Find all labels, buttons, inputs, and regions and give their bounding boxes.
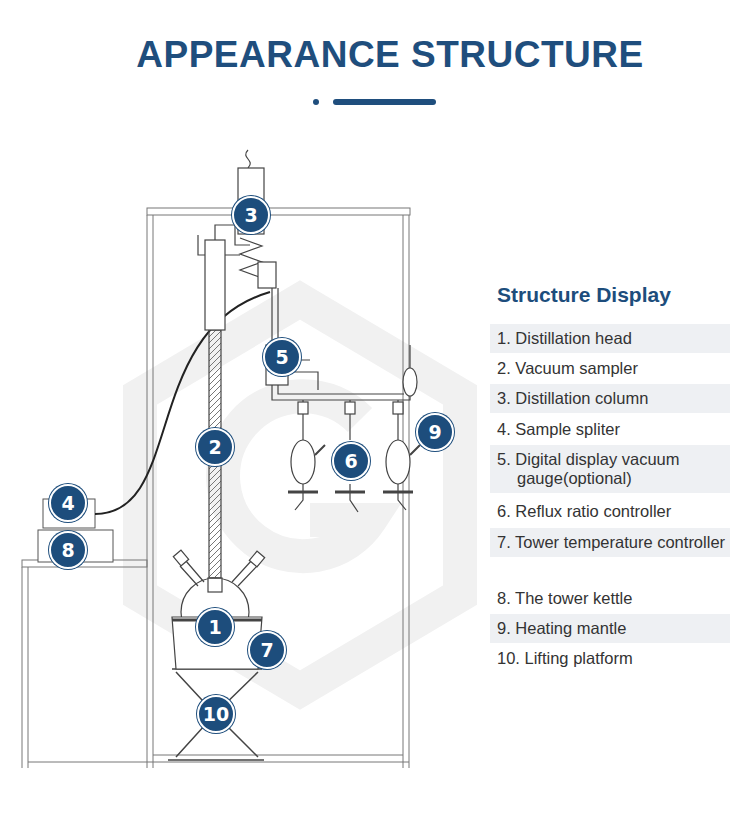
callout-number: 8 [49,531,87,569]
callout-number: 2 [196,428,234,466]
list-item: 3. Distillation column [490,384,730,413]
list-item: 2. Vacuum sampler [490,354,730,383]
callout-text: 2 [208,436,221,458]
callout-text: 3 [244,204,257,226]
receiver-cap [298,402,308,414]
thermometer-wire [246,150,251,168]
watermark-letter [223,396,370,556]
list-item: 8. The tower kettle [490,584,730,613]
receiver-cap [393,402,403,414]
lifting-platform-drawing [168,669,264,760]
watermark-logo [140,300,460,690]
callout-text: 6 [344,450,357,472]
scissor-lift [168,669,264,760]
callout-number: 7 [248,631,286,669]
callout-text: 8 [61,539,74,561]
frame-posts [147,215,409,768]
decor-bar [333,99,436,105]
head-drawing [238,150,417,400]
control-cable [95,292,270,514]
gauge-bulb [403,368,417,396]
callout-text: 9 [428,421,441,443]
list-item: 5. Digital display vacuum gauge(optional… [490,445,730,493]
decor-dot [313,99,319,105]
page-title: APPEARANCE STRUCTURE [90,34,690,76]
receiver-bulb [291,440,315,484]
receiver-bulb [386,440,410,484]
list-item: 4. Sample spliter [490,415,730,444]
title-decoration [313,99,436,105]
callout-number: 10 [197,695,235,733]
flask-stopper [173,550,188,566]
callout-text: 1 [208,616,221,638]
list-heading: Structure Display [497,283,671,307]
column-side-tubes [198,235,240,255]
callout-text: 7 [260,639,273,661]
callout-text: 10 [203,703,229,725]
receiver-cap [345,402,355,414]
column-joint [208,578,222,592]
column-jacket [205,240,225,330]
support-frame [22,208,410,768]
packed-column [209,330,221,578]
watermark-hexagon [140,300,460,690]
list-item: 7. Tower temperature controller [490,528,730,557]
list-item: 9. Heating mantle [490,614,730,643]
list-item: 6. Reflux ratio controller [490,497,730,526]
callout-number: 5 [263,338,301,376]
callout-number: 1 [196,608,234,646]
flask-stopper [249,551,264,567]
callout-number: 6 [332,442,370,480]
receiver-necks [303,400,398,440]
callout-number: 4 [49,484,87,522]
receiver-stopcocks [288,491,413,494]
callout-text: 4 [61,492,74,514]
callout-number: 3 [232,196,270,234]
head-valve [258,262,276,288]
callout-text: 5 [275,346,288,368]
frame-bottom [147,755,409,762]
list-item: 1. Distillation head [490,324,730,353]
receiver-outlets [295,484,406,512]
receivers-drawing [288,400,420,512]
list-item: 10. Lifting platform [490,644,730,673]
column-drawing [198,225,250,592]
callout-number: 9 [416,413,454,451]
frame-top-beam [147,208,410,215]
side-table-legs [22,567,147,768]
